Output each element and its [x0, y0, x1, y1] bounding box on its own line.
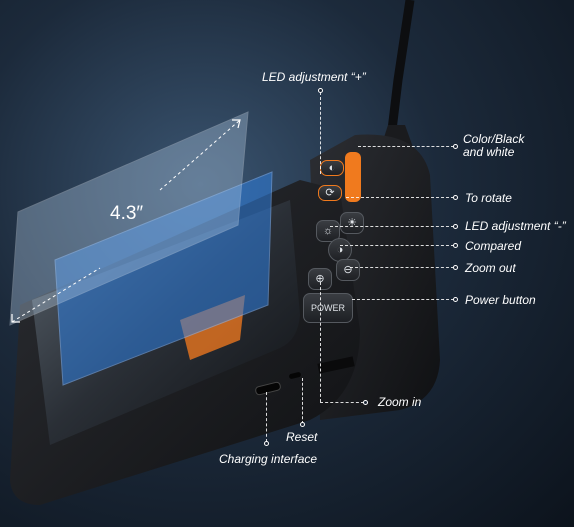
compare-icon: ◑ [336, 244, 344, 256]
rotate-icon: ⟳ [325, 187, 335, 199]
zoom-in-label: Zoom in [378, 395, 422, 409]
zoom-out-icon: ⊖ [343, 264, 353, 276]
power-button-label: Power button [465, 293, 536, 307]
zoom-in-dot [363, 400, 368, 405]
charging-leader [266, 392, 267, 442]
power-dot [453, 297, 458, 302]
power-button[interactable]: POWER [303, 293, 353, 323]
zoom-in-leader-v [320, 282, 321, 402]
rotate-label: To rotate [465, 191, 512, 205]
reset-leader [302, 378, 303, 424]
screen-size-label: 4.3″ [110, 203, 144, 224]
zoom-in-button[interactable]: ⊕ [308, 268, 332, 290]
color-bw-button[interactable]: ◐ [320, 160, 344, 176]
compared-leader [340, 245, 454, 246]
led-plus-button[interactable]: ☀ [340, 212, 364, 234]
color-bw-label: Color/Black and white [463, 133, 524, 159]
rotate-button[interactable]: ⟳ [318, 185, 342, 201]
color-bw-line2: and white [463, 145, 515, 159]
led-minus-button[interactable]: ☼ [316, 220, 340, 242]
led-plus-dot [318, 88, 323, 93]
reset-dot [300, 422, 305, 427]
compared-label: Compared [465, 239, 522, 253]
power-key-label: POWER [310, 303, 345, 313]
color-bw-leader [358, 146, 454, 147]
reset-label: Reset [286, 430, 318, 444]
compared-dot [453, 243, 458, 248]
color-bw-dot [453, 144, 458, 149]
power-leader [352, 299, 454, 300]
charging-dot [264, 441, 269, 446]
sun-plus-icon: ☀ [347, 217, 357, 229]
sun-minus-icon: ☼ [322, 225, 334, 237]
rotate-leader [346, 197, 454, 198]
zoom-out-button[interactable]: ⊖ [336, 259, 360, 281]
zoom-in-leader-h [320, 402, 364, 403]
color-bw-line1: Color/Black [463, 132, 525, 146]
zoom-out-dot [453, 265, 458, 270]
rotate-dot [453, 195, 458, 200]
zoom-in-icon: ⊕ [315, 273, 325, 285]
compare-button[interactable]: ◑ [328, 238, 352, 262]
orange-key-frame [345, 152, 361, 202]
led-plus-leader [320, 92, 321, 174]
led-minus-label: LED adjustment “-” [465, 219, 566, 233]
led-minus-dot [453, 224, 458, 229]
contrast-icon: ◐ [328, 162, 336, 174]
charging-label: Charging interface [219, 452, 318, 466]
led-plus-label: LED adjustment “+” [262, 70, 366, 84]
zoom-out-leader [350, 267, 454, 268]
zoom-out-label: Zoom out [465, 261, 516, 275]
led-minus-leader [330, 226, 454, 227]
